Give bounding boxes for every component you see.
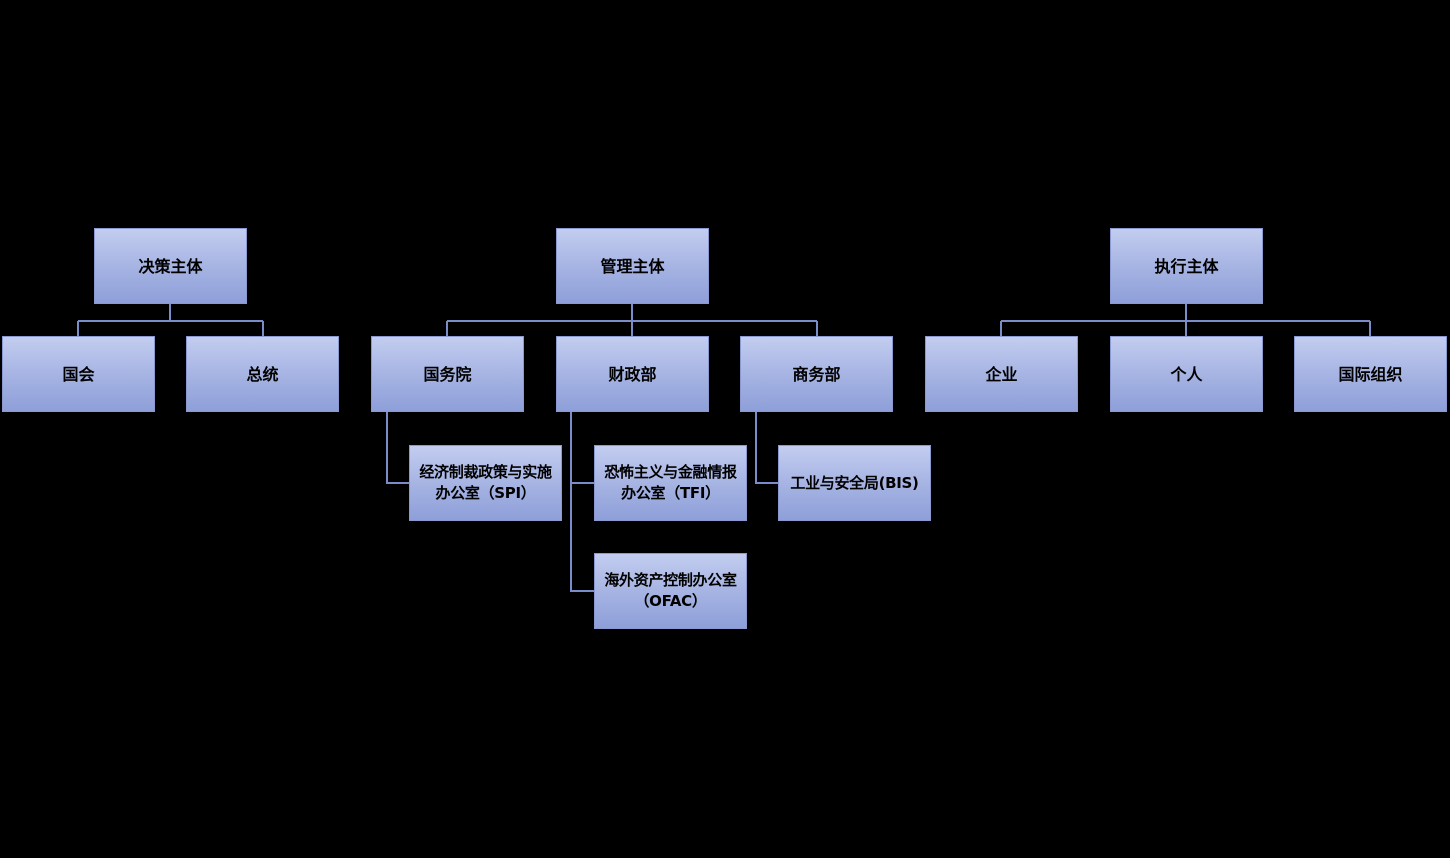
node-commerce-department: 商务部 [740, 336, 893, 412]
node-congress: 国会 [2, 336, 155, 412]
connector [755, 412, 779, 484]
node-president: 总统 [186, 336, 339, 412]
node-state-department: 国务院 [371, 336, 524, 412]
connector [386, 412, 410, 484]
node-bis: 工业与安全局(BIS) [778, 445, 931, 521]
node-tfi: 恐怖主义与金融情报 办公室（TFI） [594, 445, 747, 521]
node-individual: 个人 [1110, 336, 1263, 412]
node-enterprise: 企业 [925, 336, 1078, 412]
node-treasury-department: 财政部 [556, 336, 709, 412]
connector [570, 412, 595, 592]
node-management-subject: 管理主体 [556, 228, 709, 304]
node-ofac: 海外资产控制办公室 （OFAC） [594, 553, 747, 629]
node-decision-subject: 决策主体 [94, 228, 247, 304]
node-spi: 经济制裁政策与实施 办公室（SPI） [409, 445, 562, 521]
node-international-organization: 国际组织 [1294, 336, 1447, 412]
node-execution-subject: 执行主体 [1110, 228, 1263, 304]
